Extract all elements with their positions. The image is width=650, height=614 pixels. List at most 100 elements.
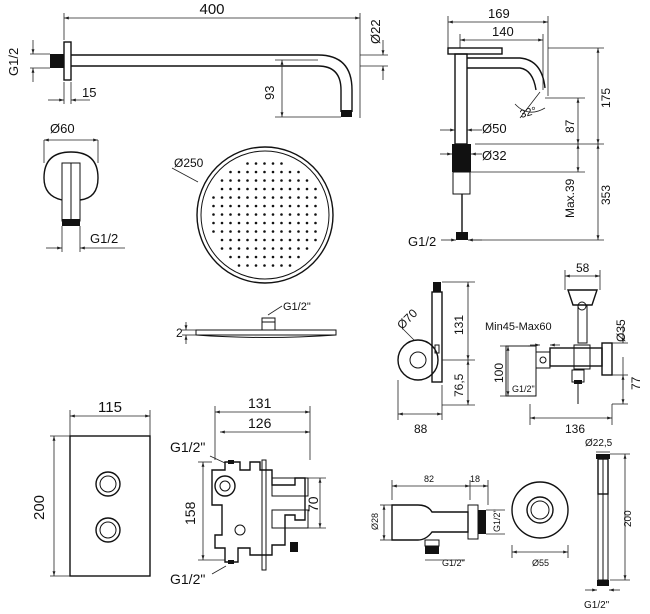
nozzle-dot <box>288 196 292 199</box>
nozzle-dot <box>237 170 241 174</box>
concealed-valve-view: 131 126 G1/2" 158 70 G1/2" <box>170 395 326 587</box>
nozzle-dot <box>288 255 292 259</box>
mixer-width-label: 169 <box>488 6 510 21</box>
nozzle-dot <box>288 213 292 216</box>
nozzle-dot <box>305 221 309 225</box>
bidet-set-view: Ø70 131 76,5 88 <box>394 281 475 436</box>
arm-flange-view: Ø60 G1/2 <box>43 121 125 252</box>
nozzle-dot <box>237 213 241 216</box>
nozzle-dot <box>263 187 266 191</box>
nozzle-dot <box>263 264 266 267</box>
head-dia-label: Ø250 <box>174 156 204 170</box>
holder-h-label: 100 <box>492 363 506 383</box>
nozzle-dot <box>220 238 224 242</box>
valve-d-label: 70 <box>305 496 321 512</box>
elbow-dia-label: Ø28 <box>370 513 380 530</box>
nozzle-dot <box>237 204 241 208</box>
flange-thread-label: G1/2 <box>90 231 118 246</box>
nozzle-dot <box>254 230 258 233</box>
nozzle-dot <box>254 196 258 199</box>
arm-drop-label: 93 <box>262 86 277 100</box>
holder-dia-label: Ø35 <box>614 319 628 342</box>
nozzle-dot <box>263 162 266 165</box>
mixer-body-label: 87 <box>563 119 577 133</box>
nozzle-dot <box>220 247 224 250</box>
nozzle-dot <box>280 238 283 242</box>
nozzle-dot <box>271 204 275 208</box>
nozzle-dot <box>297 230 300 233</box>
valve-w2-label: 126 <box>248 415 272 431</box>
nozzle-dot <box>246 238 249 242</box>
nozzle-dot <box>246 187 249 191</box>
nozzle-dot <box>314 221 317 225</box>
nozzle-dot <box>280 264 283 267</box>
nozzle-dot <box>246 162 249 165</box>
nozzle-dot <box>229 221 232 225</box>
nozzle-dot <box>280 204 283 208</box>
holder-h2-label: 77 <box>629 376 643 390</box>
nozzle-dot <box>237 255 241 259</box>
nozzle-dot <box>288 247 292 250</box>
plate-w-label: 115 <box>98 399 122 416</box>
nozzle-dot <box>220 187 224 191</box>
nozzle-dot <box>229 196 232 199</box>
head-thick-label: 2 <box>176 326 183 340</box>
nozzle-dot <box>220 221 224 225</box>
arm-length-label: 400 <box>199 1 224 18</box>
slide-rail-view: Ø22,5 200 G1/2" <box>584 438 634 611</box>
nozzle-dot <box>280 196 283 199</box>
nozzle-dot <box>314 213 317 216</box>
nozzle-dot <box>246 170 249 174</box>
nozzle-dot <box>229 238 232 242</box>
plate-h-label: 200 <box>31 495 48 520</box>
nozzle-dot <box>212 196 215 199</box>
mixer-thread-label: G1/2 <box>408 234 436 249</box>
wall-elbow-view: 82 18 Ø28 G1/2" G1/2" Ø55 <box>370 474 569 568</box>
nozzle-dot <box>229 247 232 250</box>
mixer-hole-label: Ø32 <box>482 148 507 163</box>
nozzle-dot <box>254 170 258 174</box>
nozzle-dot <box>212 221 215 225</box>
nozzle-dot <box>220 213 224 216</box>
nozzle-dot <box>305 196 309 199</box>
nozzle-dot <box>229 204 232 208</box>
nozzle-dot <box>229 230 232 233</box>
nozzle-dot <box>263 196 266 199</box>
nozzle-dot <box>220 179 224 182</box>
nozzle-dot <box>305 230 309 233</box>
nozzle-dot <box>246 247 249 250</box>
mixer-max-label: Max.39 <box>563 178 577 218</box>
nozzle-dot <box>237 221 241 225</box>
nozzle-dot <box>271 179 275 182</box>
nozzle-dot <box>263 238 266 242</box>
nozzle-dot <box>314 204 317 208</box>
nozzle-dot <box>246 221 249 225</box>
mixer-spout-label: 140 <box>492 24 514 39</box>
nozzle-dot <box>271 196 275 199</box>
basin-mixer-view: 169 140 32° 175 87 Ø50 <box>408 6 613 249</box>
nozzle-dot <box>254 204 258 208</box>
nozzle-dot <box>237 230 241 233</box>
nozzle-dot <box>263 221 266 225</box>
nozzle-dot <box>237 196 241 199</box>
nozzle-dot <box>305 179 309 182</box>
rail-thread-label: G1/2" <box>584 600 610 611</box>
bidet-dia-label: Ø70 <box>394 306 420 332</box>
nozzle-dot <box>314 187 317 191</box>
mixer-total-label: 353 <box>599 185 613 205</box>
nozzle-dot <box>271 213 275 216</box>
nozzle-dot <box>220 196 224 199</box>
nozzle-dot <box>271 230 275 233</box>
nozzle-dot <box>263 230 266 233</box>
nozzle-dot <box>263 204 266 208</box>
holder-len-label: 136 <box>565 422 585 436</box>
nozzle-dot <box>254 255 258 259</box>
holder-set-view: 58 Min45-Max60 Ø35 100 G1/2" 77 136 <box>485 261 643 436</box>
rail-len-label: 200 <box>623 510 634 527</box>
nozzle-dot <box>254 238 258 242</box>
nozzle-dot <box>271 264 275 267</box>
nozzle-dot <box>271 221 275 225</box>
nozzle-dot <box>297 170 300 174</box>
nozzle-dot <box>212 204 215 208</box>
valve-w1-label: 131 <box>248 395 272 411</box>
